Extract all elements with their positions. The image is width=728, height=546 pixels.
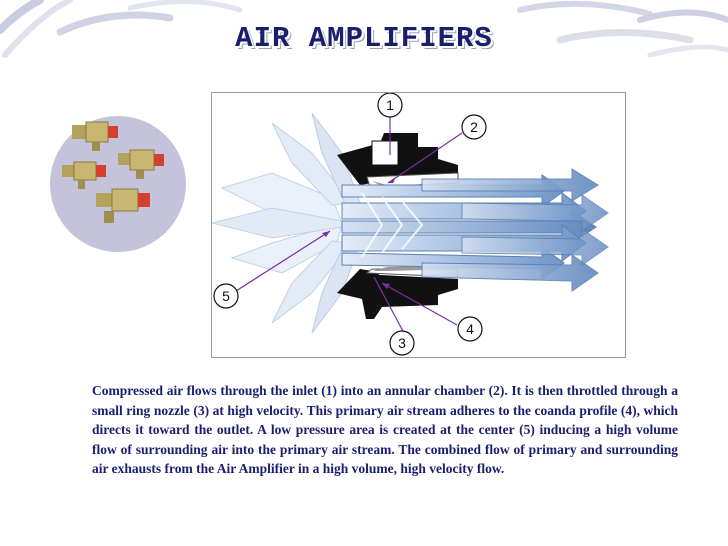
callout-lines bbox=[235, 117, 463, 334]
description-paragraph: Compressed air flows through the inlet (… bbox=[92, 383, 678, 477]
callout-arrowhead bbox=[382, 283, 390, 289]
flow-chevrons bbox=[361, 192, 424, 258]
callout-line-2 bbox=[387, 132, 463, 184]
callout-line-3 bbox=[373, 276, 405, 334]
callout-line-4 bbox=[381, 282, 458, 326]
amplifier-device bbox=[72, 121, 118, 151]
page-title: AIR AMPLIFIERS bbox=[235, 22, 493, 55]
callout-marker-5: 5 bbox=[213, 283, 239, 309]
air-amplifier-diagram: 1 2 3 4 5 bbox=[211, 92, 626, 358]
callout-marker-4: 4 bbox=[457, 316, 483, 342]
amplifier-device bbox=[118, 149, 164, 179]
callout-arrowhead bbox=[322, 231, 330, 237]
header-swoosh-decoration bbox=[0, 0, 728, 58]
svg-text:2: 2 bbox=[470, 119, 478, 135]
svg-text:3: 3 bbox=[398, 335, 406, 351]
product-photo bbox=[50, 116, 186, 252]
svg-text:1: 1 bbox=[386, 97, 394, 113]
callout-marker-3: 3 bbox=[389, 330, 415, 356]
svg-text:5: 5 bbox=[222, 288, 230, 304]
amplifier-device bbox=[62, 161, 106, 189]
callout-marker-2: 2 bbox=[461, 114, 487, 140]
callout-marker-1: 1 bbox=[377, 93, 403, 118]
svg-text:4: 4 bbox=[466, 321, 474, 337]
callout-arrowhead bbox=[388, 177, 396, 183]
amplifier-device bbox=[96, 188, 150, 223]
diagram-svg: 1 2 3 4 5 bbox=[212, 93, 609, 356]
combined-flow-arrows bbox=[341, 168, 609, 292]
callout-line-5 bbox=[235, 230, 331, 292]
